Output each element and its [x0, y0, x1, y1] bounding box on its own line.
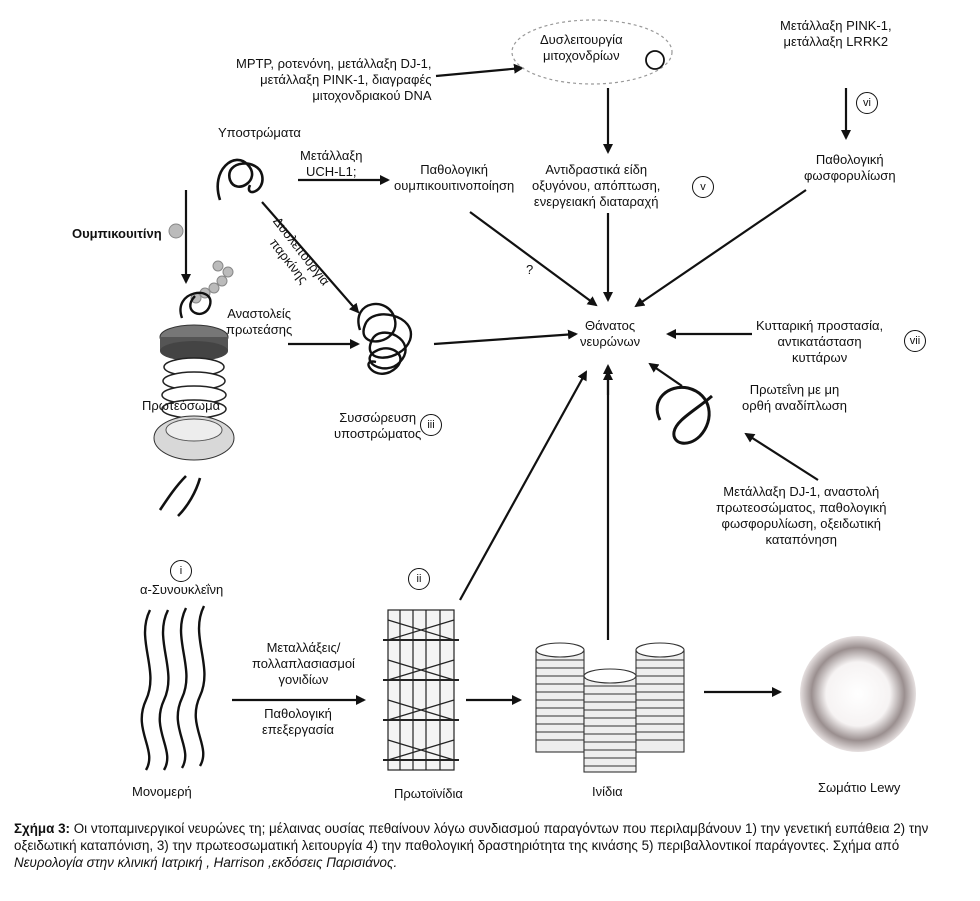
- lewy-body-icon: [800, 636, 916, 752]
- marker-iii: iii: [420, 414, 442, 436]
- marker-vi: vi: [856, 92, 878, 114]
- marker-ii: ii: [408, 568, 430, 590]
- label-neuron-death: Θάνατος νευρώνων: [580, 318, 641, 349]
- label-monomers: Μονομερή: [132, 784, 192, 799]
- arrow-mptp-to-mito: [435, 63, 524, 78]
- arrow-phos-to-death: [634, 189, 807, 308]
- fibrils-icon: [535, 642, 685, 773]
- label-ubiquitin: Ουμπικουιτίνη: [72, 226, 162, 241]
- arrow-substrate-to-aggregation: [261, 201, 360, 314]
- label-protease-inhibitors: Αναστολείς πρωτεάσης: [226, 306, 293, 337]
- substrate-coil-icon: [216, 158, 264, 201]
- label-protofibrils: Πρωτοϊνίδια: [394, 786, 463, 801]
- label-uch: Μετάλλαξη UCH-L1;: [300, 148, 363, 179]
- arrow-dj1-to-misfolded: [744, 432, 819, 481]
- figure-caption: Σχήμα 3: Οι ντοπαμινεργικοί νευρώνες τη;…: [14, 820, 969, 871]
- label-pink-lrrk: Μετάλλαξη PINK-1, μετάλλαξη LRRK2: [780, 18, 892, 49]
- mitochondrion-icon: [511, 19, 673, 85]
- marker-v: v: [692, 176, 714, 198]
- caption-source: Νευρολογία στην κλινική Ιατρική , Harris…: [14, 855, 398, 870]
- monomers-icon: [140, 605, 206, 771]
- arrow-protofibril-to-death: [459, 370, 587, 601]
- label-mptp: MPTP, ροτενόνη, μετάλλαξη DJ-1, μετάλλαξ…: [236, 56, 432, 103]
- label-patho-ubiquitination: Παθολογική ουμπικουιτινοποίηση: [394, 162, 515, 193]
- label-substrates: Υποστρώματα: [218, 125, 301, 140]
- marker-vii: vii: [904, 330, 926, 352]
- arrow-aggregation-to-death: [433, 329, 578, 346]
- label-alpha-synuclein: α-Συνουκλεΐνη: [140, 582, 224, 597]
- misfolded-protein-icon: [655, 385, 713, 445]
- label-patho-processing: Παθολογική επεξεργασία: [262, 706, 335, 737]
- parkinson-pathogenesis-diagram: MPTP, ροτενόνη, μετάλλαξη DJ-1, μετάλλαξ…: [72, 18, 926, 801]
- arrow-ubiq-to-death: [469, 211, 598, 307]
- marker-i: i: [170, 560, 192, 582]
- label-ros: Αντιδραστικά είδη οξυγόνου, απόπτωση, εν…: [532, 162, 661, 209]
- label-proteasome: Πρωτεόσωμα: [142, 398, 221, 413]
- label-aggregation: Συσσώρευση υποστρώματος: [334, 410, 422, 441]
- label-misfolded: Πρωτεΐνη με μη ορθή αναδίπλωση: [742, 382, 848, 413]
- label-mutations: Μεταλλάξεις/ πολλαπλασιασμοί γονιδίων: [252, 640, 355, 687]
- ubiquitin-chain-icon: [190, 260, 234, 304]
- label-dj1: Μετάλλαξη DJ-1, αναστολή πρωτεοσώματος, …: [716, 484, 887, 547]
- aggregated-substrate-icon: [357, 302, 413, 375]
- label-question: ?: [526, 262, 534, 277]
- label-lewy-body: Σωμάτιο Lewy: [818, 780, 901, 795]
- caption-lead: Σχήμα 3:: [14, 821, 70, 836]
- protofibril-icon: [383, 609, 459, 771]
- arrow-misfolded-to-death: [648, 362, 683, 387]
- label-cell-protection: Κυτταρική προστασία, αντικατάσταση κυττά…: [756, 318, 884, 365]
- label-fibrils: Ινίδια: [592, 784, 623, 799]
- caption-text: Οι ντοπαμινεργικοί νευρώνες τη; μέλαινας…: [14, 821, 929, 853]
- proteasome-icon: [153, 291, 235, 517]
- label-patho-phosphorylation: Παθολογική φωσφορυλίωση: [804, 152, 896, 183]
- label-mito-dysfunction: Δυσλειτουργία μιτοχονδρίων: [540, 32, 623, 63]
- diagram-graphics: [140, 19, 916, 773]
- ubiquitin-ball-icon: [168, 223, 184, 239]
